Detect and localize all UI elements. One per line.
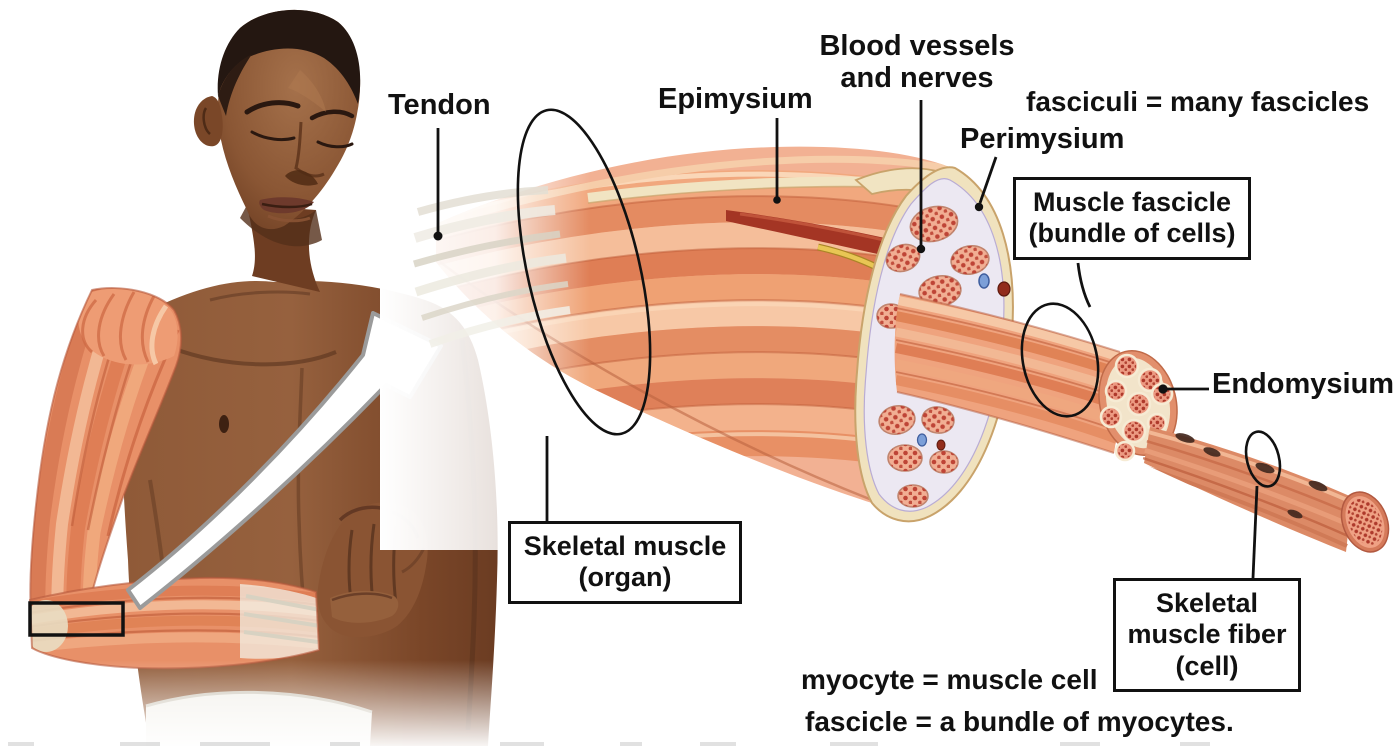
callout-muscle-fascicle: Muscle fascicle (bundle of cells) [1013,177,1251,260]
fiber-cross-sections [1099,353,1174,462]
tendon-pointer-dot [433,231,443,241]
note-fascicle-definition: fascicle = a bundle of myocytes. [805,706,1234,737]
muscle-fiber-illustration [1142,427,1390,553]
vessel-red-2 [936,439,946,451]
vessel-blue-2 [916,433,928,447]
annotations [433,100,1282,579]
label-perimysium: Perimysium [960,123,1125,155]
fiber-loop [1244,430,1282,488]
ear [193,96,223,147]
fiber-box-line [1251,485,1259,579]
chest-crease [171,346,337,367]
callout-skeletal-muscle-fiber: Skeletal muscle fiber (cell) [1113,578,1301,692]
vessel-red-1 [997,281,1011,297]
fiber-nuclei [1175,433,1328,519]
tendon-streaks [413,186,571,348]
eyebrows [244,100,301,115]
fasciculi-cross-sections [876,205,990,508]
label-fasciculi-definition: fasciculi = many fascicles [1026,86,1370,117]
arm-muscles [28,287,321,670]
note-myocyte-definition: myocyte = muscle cell [801,664,1098,695]
label-blood-vessels-nerves: Blood vessels and nerves [819,30,1015,94]
vessel-blue-1 [978,273,990,289]
nose [294,121,325,178]
zoom-region-rectangle [28,601,125,637]
label-epimysium: Epimysium [658,83,813,115]
organ-loop [516,108,652,436]
callout-skeletal-muscle-organ: Skeletal muscle (organ) [508,521,742,604]
lips [259,197,314,214]
cropped-caption-sliver [8,742,1210,746]
head [217,9,361,230]
fascicle-box-line [1076,262,1092,308]
fascicle-cut-face [1098,350,1178,462]
fascicle-loop [1020,302,1100,418]
perimysium-pointer-line [978,156,998,204]
muscle-fascicle-illustration [894,293,1178,462]
muscle-organ-illustration [380,130,1014,550]
navel [219,415,229,433]
label-endomysium: Endomysium [1212,368,1395,400]
fiber-cut-face [1340,491,1390,553]
label-tendon: Tendon [388,89,491,121]
hair [217,9,361,105]
